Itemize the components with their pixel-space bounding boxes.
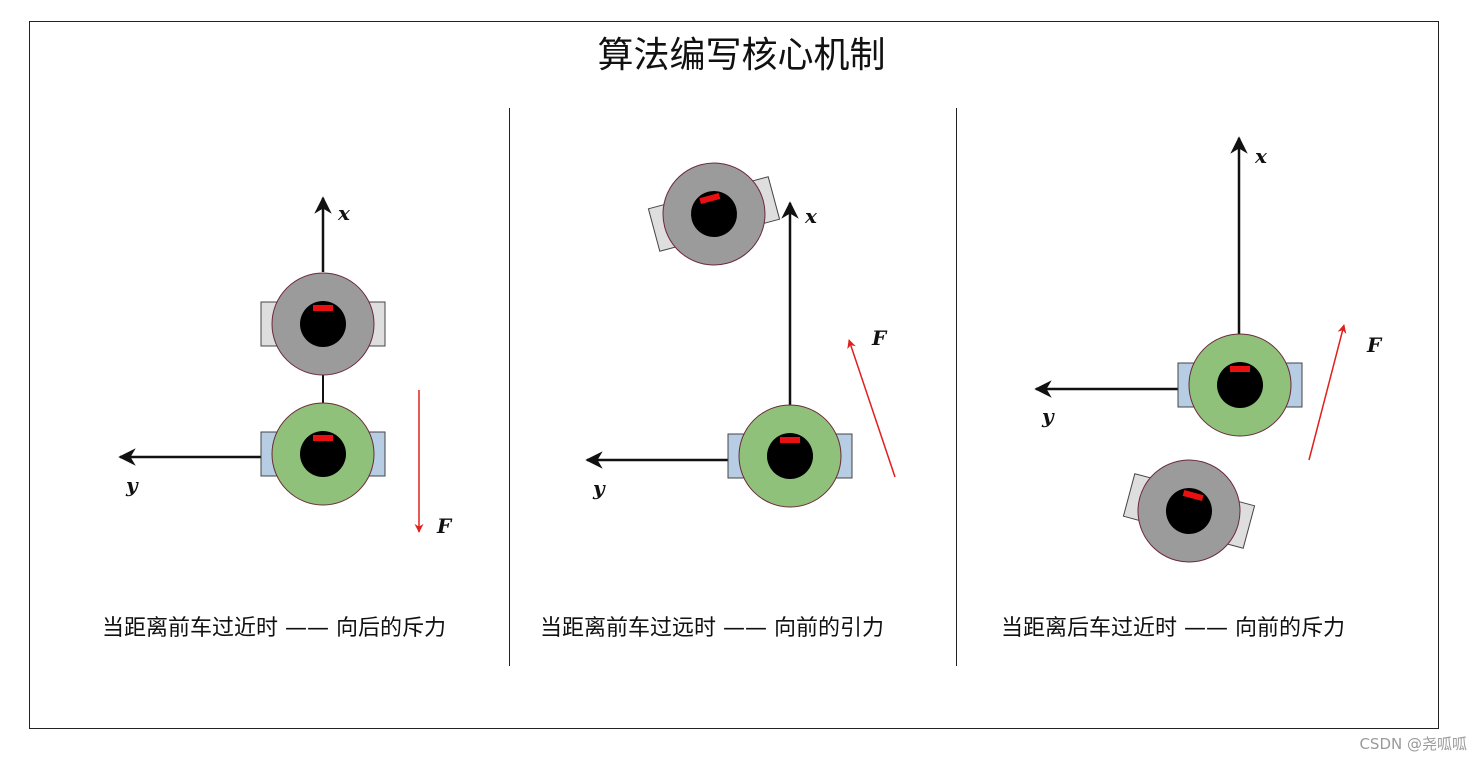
panel-3-y-label: y	[1041, 404, 1055, 428]
diagram-title: 算法编写核心机制	[597, 35, 886, 76]
panel-3-caption: 当距离后车过近时 —— 向前的斥力	[1001, 616, 1345, 641]
panel-2-ego-car	[727, 404, 853, 508]
panel-3-ego-car	[1177, 333, 1303, 437]
panel-1-caption: 当距离前车过近时 —— 向后的斥力	[102, 616, 446, 641]
panel-3-force-label: F	[1366, 333, 1383, 357]
panel-1-y-label: y	[125, 473, 139, 497]
panel-2-force-label: F	[871, 326, 888, 350]
watermark: CSDN @尧呱呱	[1359, 735, 1467, 753]
panel-1: x y F	[118, 196, 453, 538]
panel-2-caption: 当距离前车过远时 —— 向前的引力	[540, 616, 884, 641]
panel-3: x y F	[1034, 136, 1383, 563]
panel-2-y-label: y	[592, 476, 606, 500]
panel-1-front-car	[260, 272, 386, 376]
panel-2-force-arrow	[847, 339, 896, 478]
diagram-frame	[29, 21, 1439, 729]
panel-2: x y F	[585, 162, 896, 508]
panel-2-x-label: x	[804, 204, 818, 228]
panel-divider-1	[509, 108, 510, 666]
panel-1-force-label: F	[436, 514, 453, 538]
panel-divider-2	[956, 108, 957, 666]
panel-3-x-label: x	[1254, 144, 1268, 168]
panel-2-front-car	[647, 162, 781, 266]
panel-1-ego-car	[260, 402, 386, 506]
panel-1-x-label: x	[337, 201, 351, 225]
panel-3-force-arrow	[1308, 324, 1347, 461]
panel-3-rear-car	[1122, 459, 1256, 563]
